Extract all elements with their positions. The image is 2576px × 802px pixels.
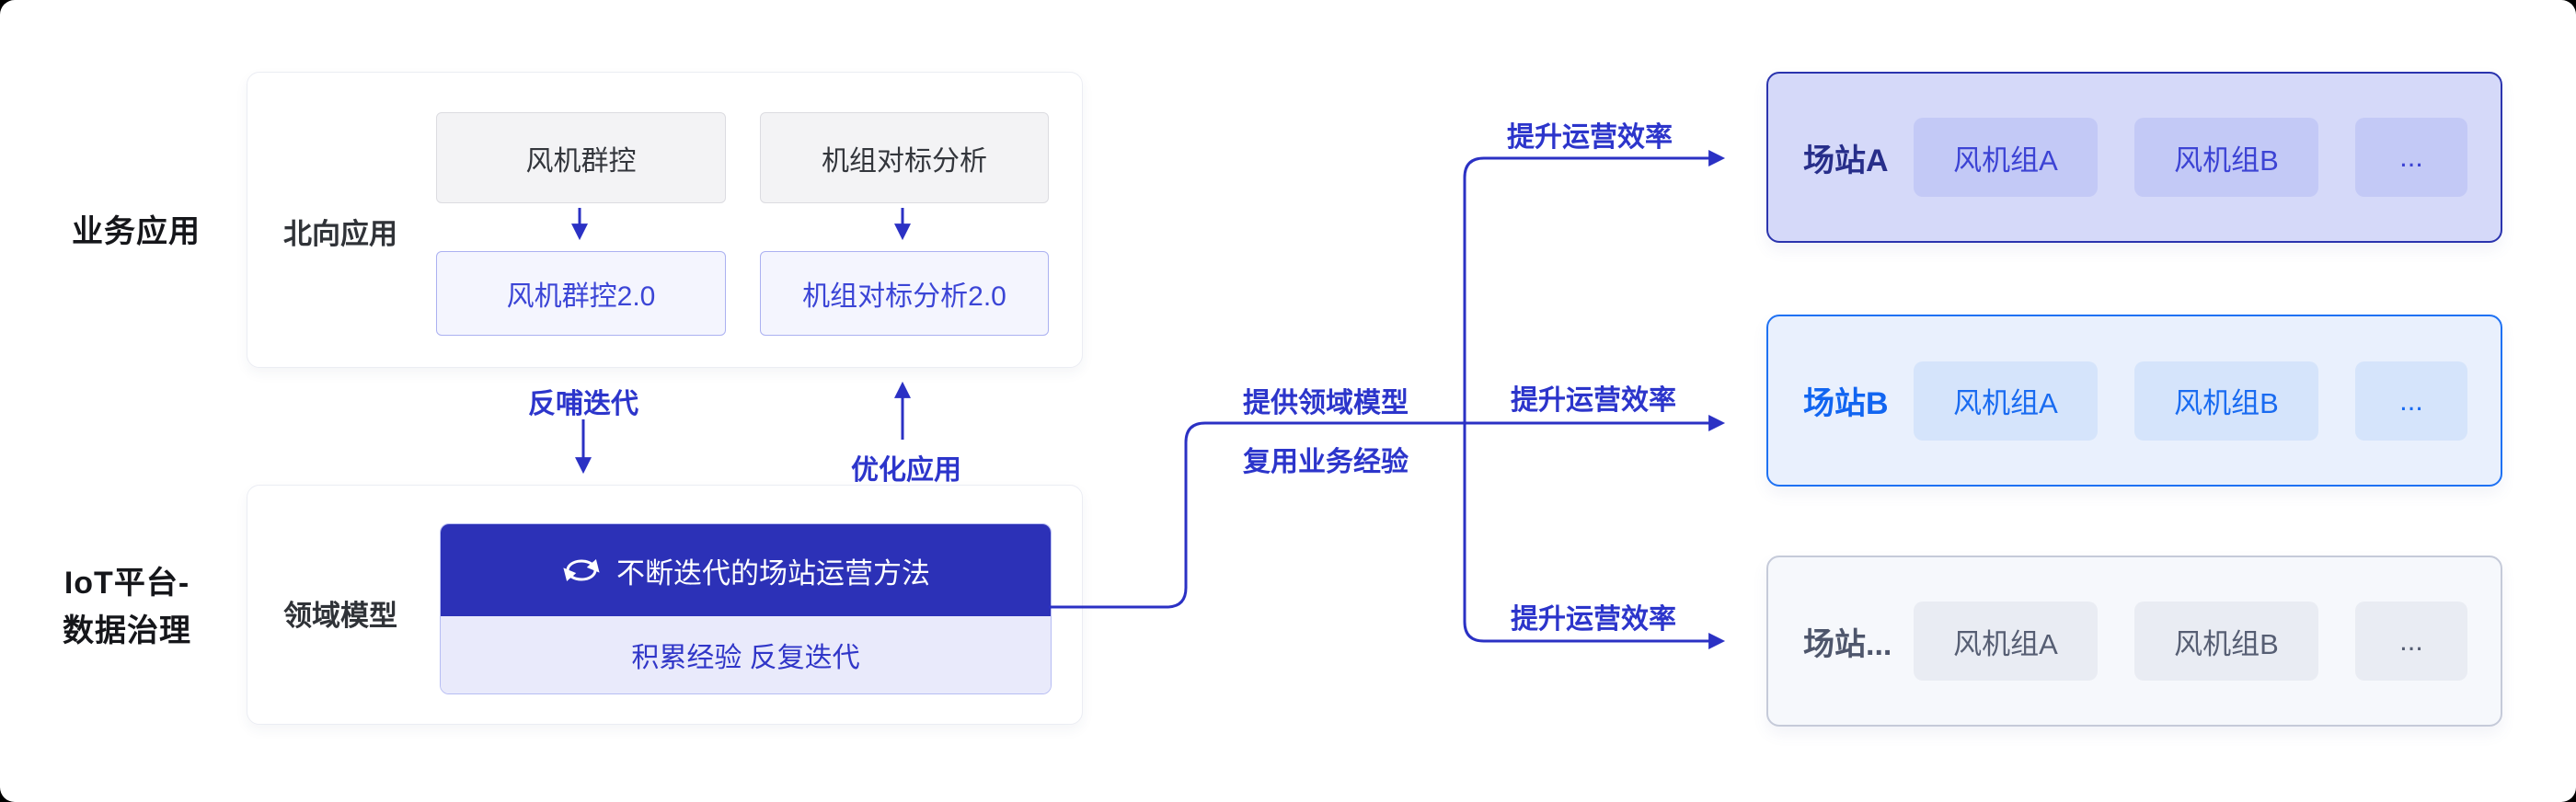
turbine-group-chip: 风机组A [1914, 118, 2098, 197]
station-row-a: 场站A 风机组A 风机组B ... [1766, 72, 2502, 243]
domain-model-label: 领域模型 [283, 600, 397, 632]
upgraded-app-box-1: 风机群控2.0 [436, 251, 726, 336]
turbine-group-list: 风机组A 风机组B ... [1914, 118, 2467, 197]
turbine-group-list: 风机组A 风机组B ... [1914, 361, 2467, 441]
model-title-bar: 不断迭代的场站运营方法 [441, 524, 1051, 616]
iot-label-line2: 数据治理 [63, 613, 191, 648]
loop-arrows-icon [563, 559, 600, 581]
model-title-text: 不断迭代的场站运营方法 [616, 556, 930, 590]
business-apps-panel: 北向应用 风机群控 机组对标分析 风机群控2.0 机组对标分析2.0 [247, 72, 1083, 368]
flow-label-provide-model: 提供领域模型 [1243, 388, 1409, 418]
turbine-group-chip: 风机组B [2134, 602, 2318, 681]
station-row-b: 场站B 风机组A 风机组B ... [1766, 315, 2502, 487]
station-row-c: 场站... 风机组A 风机组B ... [1766, 556, 2502, 727]
model-subtitle-bar: 积累经验 反复迭代 [441, 616, 1051, 693]
turbine-group-more-chip: ... [2355, 118, 2467, 197]
legacy-app-box-1: 风机群控 [436, 112, 726, 203]
flow-label-optimize: 优化应用 [851, 455, 961, 486]
station-name: 场站A [1803, 143, 1889, 178]
flow-label-efficiency-top: 提升运营效率 [1507, 122, 1673, 153]
turbine-group-chip: 风机组A [1914, 361, 2098, 441]
flow-label-efficiency-middle: 提升运营效率 [1511, 385, 1676, 416]
flow-label-feedback: 反哺迭代 [528, 389, 638, 419]
flow-label-reuse-experience: 复用业务经验 [1243, 447, 1409, 477]
section-label-business-apps: 业务应用 [72, 214, 201, 249]
upgraded-app-box-2: 机组对标分析2.0 [760, 251, 1049, 336]
domain-model-box: 不断迭代的场站运营方法 积累经验 反复迭代 [440, 523, 1052, 694]
turbine-group-chip: 风机组A [1914, 602, 2098, 681]
turbine-group-more-chip: ... [2355, 361, 2467, 441]
turbine-group-chip: 风机组B [2134, 118, 2318, 197]
turbine-group-list: 风机组A 风机组B ... [1914, 602, 2467, 681]
flow-label-efficiency-bottom: 提升运营效率 [1511, 604, 1676, 635]
iot-label-line1: IoT平台- [63, 566, 190, 601]
section-label-iot-platform: IoT平台- 数据治理 [35, 559, 219, 655]
station-name: 场站B [1803, 386, 1889, 421]
northbound-apps-label: 北向应用 [283, 218, 397, 250]
turbine-group-chip: 风机组B [2134, 361, 2318, 441]
turbine-group-more-chip: ... [2355, 602, 2467, 681]
legacy-app-box-2: 机组对标分析 [760, 112, 1049, 203]
station-name: 场站... [1803, 626, 1892, 662]
iot-platform-panel: 领域模型 不断迭代的场站运营方法 积累经验 反复迭代 [247, 485, 1083, 725]
